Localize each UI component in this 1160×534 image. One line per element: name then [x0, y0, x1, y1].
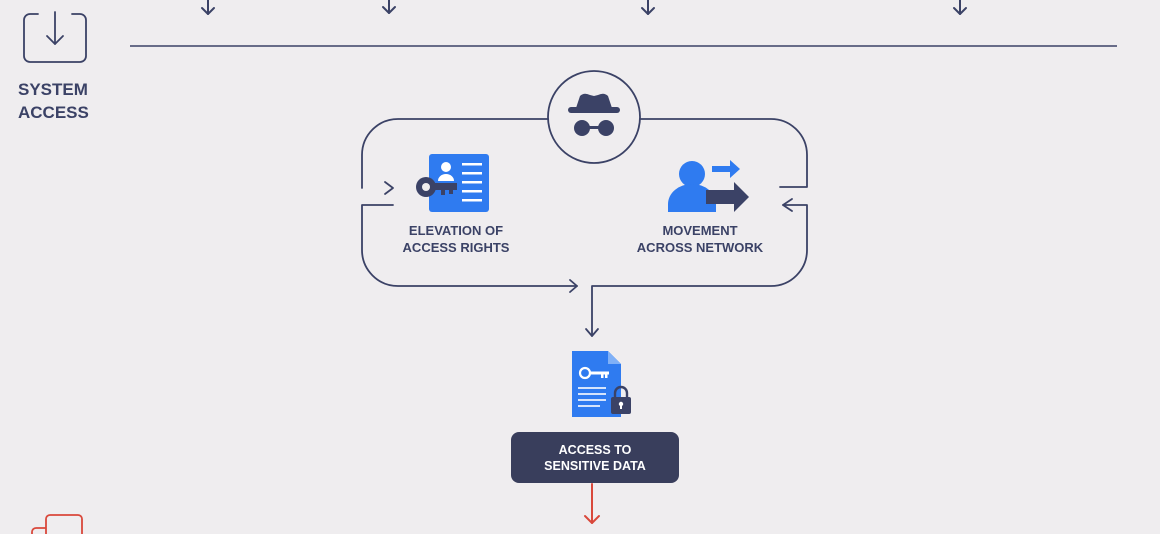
- sensitive-data-box: ACCESS TO SENSITIVE DATA: [511, 432, 679, 483]
- sensitive-data-label: ACCESS TO SENSITIVE DATA: [544, 442, 646, 473]
- system-access-label: SYSTEM ACCESS: [18, 80, 89, 122]
- download-tray-icon: [23, 11, 87, 63]
- locked-document-icon: [572, 351, 631, 417]
- documents-icon: [31, 514, 83, 534]
- outgoing-alert-arrow: [584, 483, 600, 524]
- incoming-arrow: [953, 0, 967, 15]
- movement-label: MOVEMENT ACROSS NETWORK: [636, 223, 764, 255]
- incoming-arrows: [201, 0, 967, 15]
- user-transfer-icon: [668, 160, 749, 212]
- lateral-movement-loop: [361, 118, 808, 337]
- elevation-label: ELEVATION OF ACCESS RIGHTS: [402, 223, 510, 255]
- key-id-card-icon: [416, 154, 489, 212]
- incoming-arrow: [641, 0, 655, 15]
- spy-incognito-icon: [547, 70, 641, 164]
- incoming-arrow: [201, 0, 215, 15]
- incoming-arrow: [382, 0, 396, 14]
